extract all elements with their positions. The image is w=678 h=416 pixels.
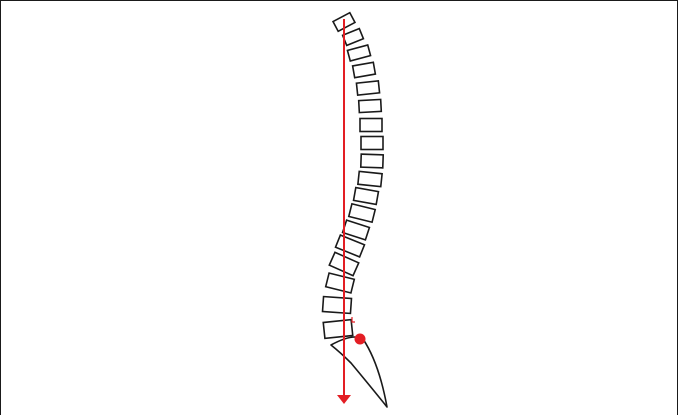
- vertebra-11: [354, 188, 379, 205]
- dot-marker-icon: [355, 334, 366, 345]
- vertebra-6: [359, 99, 382, 112]
- vertebra-5: [356, 81, 379, 95]
- vertebra-2: [343, 29, 364, 46]
- vertebra-17: [323, 297, 352, 314]
- vertebra-9: [361, 154, 383, 168]
- vertebra-12: [349, 204, 375, 222]
- vertebra-16: [326, 273, 355, 293]
- vertebral-column: [323, 13, 384, 339]
- reference-tick: [352, 317, 355, 322]
- vertebra-10: [358, 171, 382, 186]
- arrow-down-icon: [337, 395, 351, 404]
- vertebra-8: [361, 137, 383, 150]
- vertebra-18: [323, 320, 353, 339]
- vertebra-4: [353, 62, 376, 77]
- vertebra-3: [347, 45, 370, 61]
- vertebra-7: [360, 119, 382, 132]
